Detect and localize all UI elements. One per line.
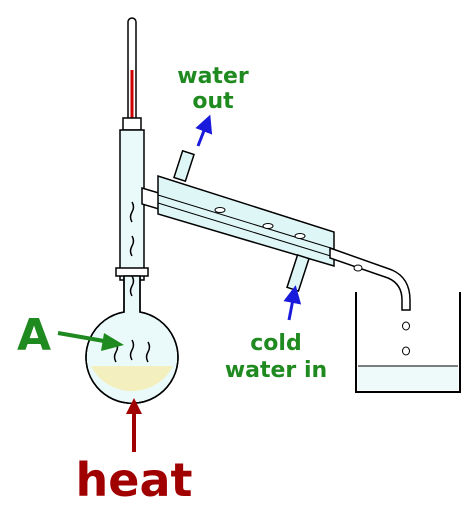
cold-water-in-label-line2: water in bbox=[225, 358, 327, 383]
water-out-label-line1: water bbox=[177, 64, 249, 89]
condenser bbox=[141, 149, 335, 292]
heat-label: heat bbox=[76, 453, 193, 507]
cold-water-in-label-line1: cold bbox=[250, 331, 301, 356]
pointer-arrow-icon bbox=[57, 331, 124, 351]
water-out-label-line2: out bbox=[192, 89, 234, 114]
delivery-tube bbox=[329, 246, 411, 311]
water-inlet-tube bbox=[286, 254, 310, 292]
stopper bbox=[122, 117, 142, 131]
pointer-label-a: A bbox=[17, 310, 51, 361]
vapour-icon bbox=[113, 201, 151, 363]
collection-beaker bbox=[355, 292, 461, 393]
water-outlet-tube bbox=[173, 149, 195, 183]
heat-arrow-icon bbox=[126, 398, 142, 452]
round-bottom-flask bbox=[85, 275, 179, 404]
water-in-arrow-icon bbox=[283, 285, 302, 321]
water-out-arrow-icon bbox=[195, 114, 213, 147]
drip-1 bbox=[353, 264, 363, 272]
